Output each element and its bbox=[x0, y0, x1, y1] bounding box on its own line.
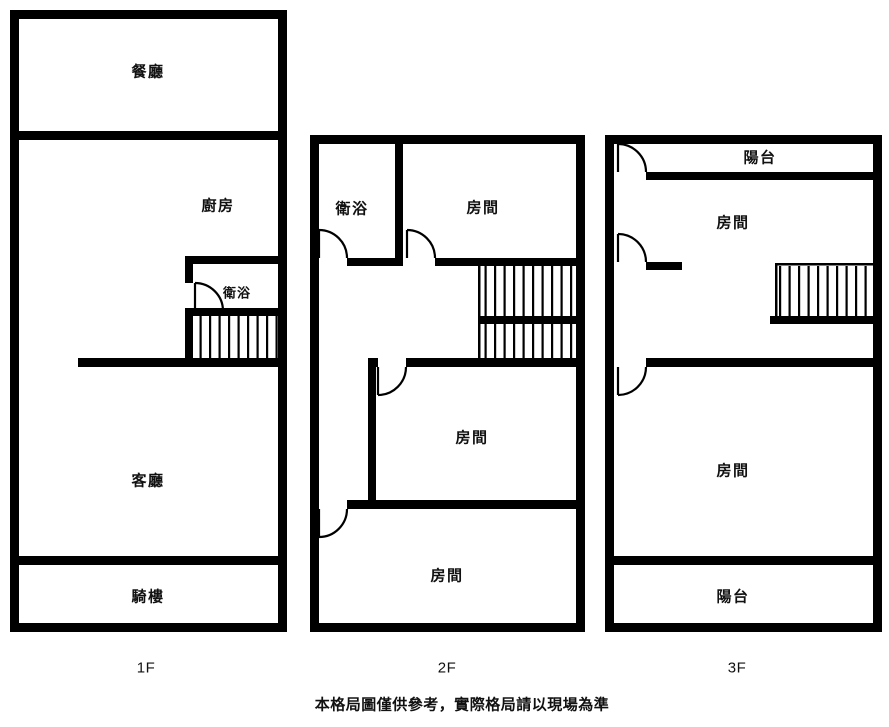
floor-label-1f: 1F bbox=[136, 659, 156, 677]
room-label-bath-1f: 衛浴 bbox=[222, 285, 252, 301]
floor-3f-structure bbox=[605, 135, 882, 632]
door-swing-icon bbox=[193, 281, 225, 312]
room-label-room-main-3f: 房間 bbox=[716, 462, 750, 480]
room-label-room-top-3f: 房間 bbox=[716, 214, 750, 232]
door-swing-icon bbox=[616, 366, 648, 397]
door-swing-icon bbox=[317, 508, 349, 539]
disclaimer-text: 本格局圖僅供參考，實際格局請以現場為準 bbox=[314, 696, 610, 714]
room-label-room-bottom-2f: 房間 bbox=[430, 567, 464, 585]
stairs-1f bbox=[193, 316, 278, 358]
room-label-arcade-1f: 騎樓 bbox=[131, 588, 165, 606]
room-label-room-mid-2f: 房間 bbox=[455, 429, 489, 447]
room-label-kitchen-1f: 廚房 bbox=[201, 197, 235, 215]
door-swing-icon bbox=[405, 228, 437, 259]
stairs-3f bbox=[778, 266, 873, 316]
room-label-balcony-top-3f: 陽台 bbox=[743, 149, 777, 167]
room-label-living-1f: 客廳 bbox=[131, 472, 165, 490]
door-swing-icon bbox=[317, 228, 349, 259]
floor-label-3f: 3F bbox=[727, 659, 747, 677]
room-label-dining-1f: 餐廳 bbox=[131, 63, 165, 81]
stairs-2f-upper bbox=[480, 266, 576, 316]
room-label-room-top-2f: 房間 bbox=[466, 199, 500, 217]
floor-2f-structure bbox=[310, 135, 585, 632]
room-label-bath-2f: 衛浴 bbox=[335, 200, 369, 218]
door-swing-icon bbox=[376, 366, 408, 397]
room-label-balcony-bottom-3f: 陽台 bbox=[716, 588, 750, 606]
walls-1f bbox=[10, 10, 287, 632]
floor-label-2f: 2F bbox=[437, 659, 457, 677]
door-swing-icon bbox=[616, 142, 648, 173]
stairs-2f-lower bbox=[480, 324, 576, 358]
walls-2f bbox=[310, 135, 585, 632]
door-swing-icon bbox=[616, 232, 648, 263]
floor-1f-structure bbox=[10, 10, 287, 632]
walls-3f bbox=[605, 135, 882, 632]
